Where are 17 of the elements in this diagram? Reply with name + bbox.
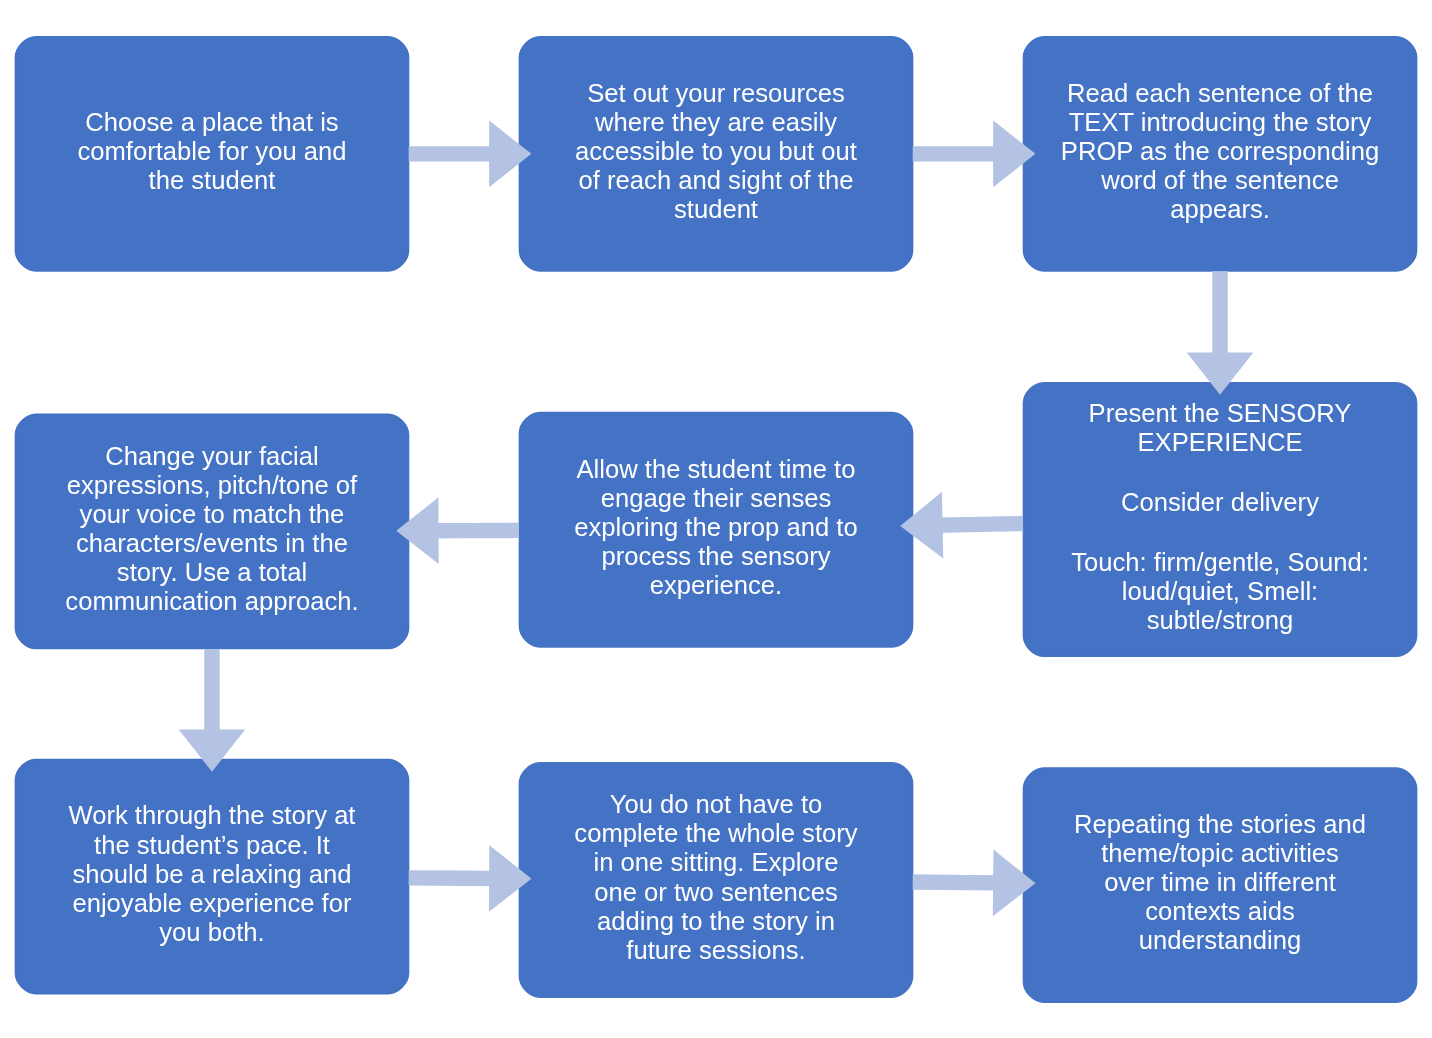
arrow	[396, 496, 520, 564]
arrow	[912, 120, 1036, 187]
arrow	[900, 491, 1024, 558]
node-box: Choose a place that is comfortable for you and the student	[14, 35, 410, 272]
node-box: Present the SENSORY EXPERIENCE Consider delivery Touch: firm/gentle, Sound: loud/quiet, Smell: subtle/strong	[1022, 381, 1418, 657]
node-box: Change your facial expressions, pitch/tone of your voice to match the characters/events in the story. Use a total communication approach.	[14, 413, 410, 649]
node-box: Repeating the stories and theme/topic activities over time in different contexts aids understanding	[1022, 766, 1418, 1003]
node-box: Work through the story at the student’s pace. It should be a relaxing and enjoyable experience for you both.	[14, 758, 410, 994]
node-box: Read each sentence of the TEXT introducing the story PROP as the corresponding word of the sentence appears.	[1022, 35, 1418, 272]
arrow	[1186, 270, 1254, 395]
arrow	[408, 120, 532, 187]
node-box: You do not have to complete the whole story in one sitting. Explore one or two sentences adding to the story in future sessions.	[518, 761, 914, 998]
arrow	[178, 648, 246, 772]
node-box: Allow the student time to engage their senses exploring the prop and to process the sensory experience.	[518, 411, 914, 648]
arrow	[408, 844, 532, 912]
arrow	[912, 849, 1036, 916]
node-box: Set out your resources where they are easily accessible to you but out of reach and sight of the student	[518, 35, 914, 272]
